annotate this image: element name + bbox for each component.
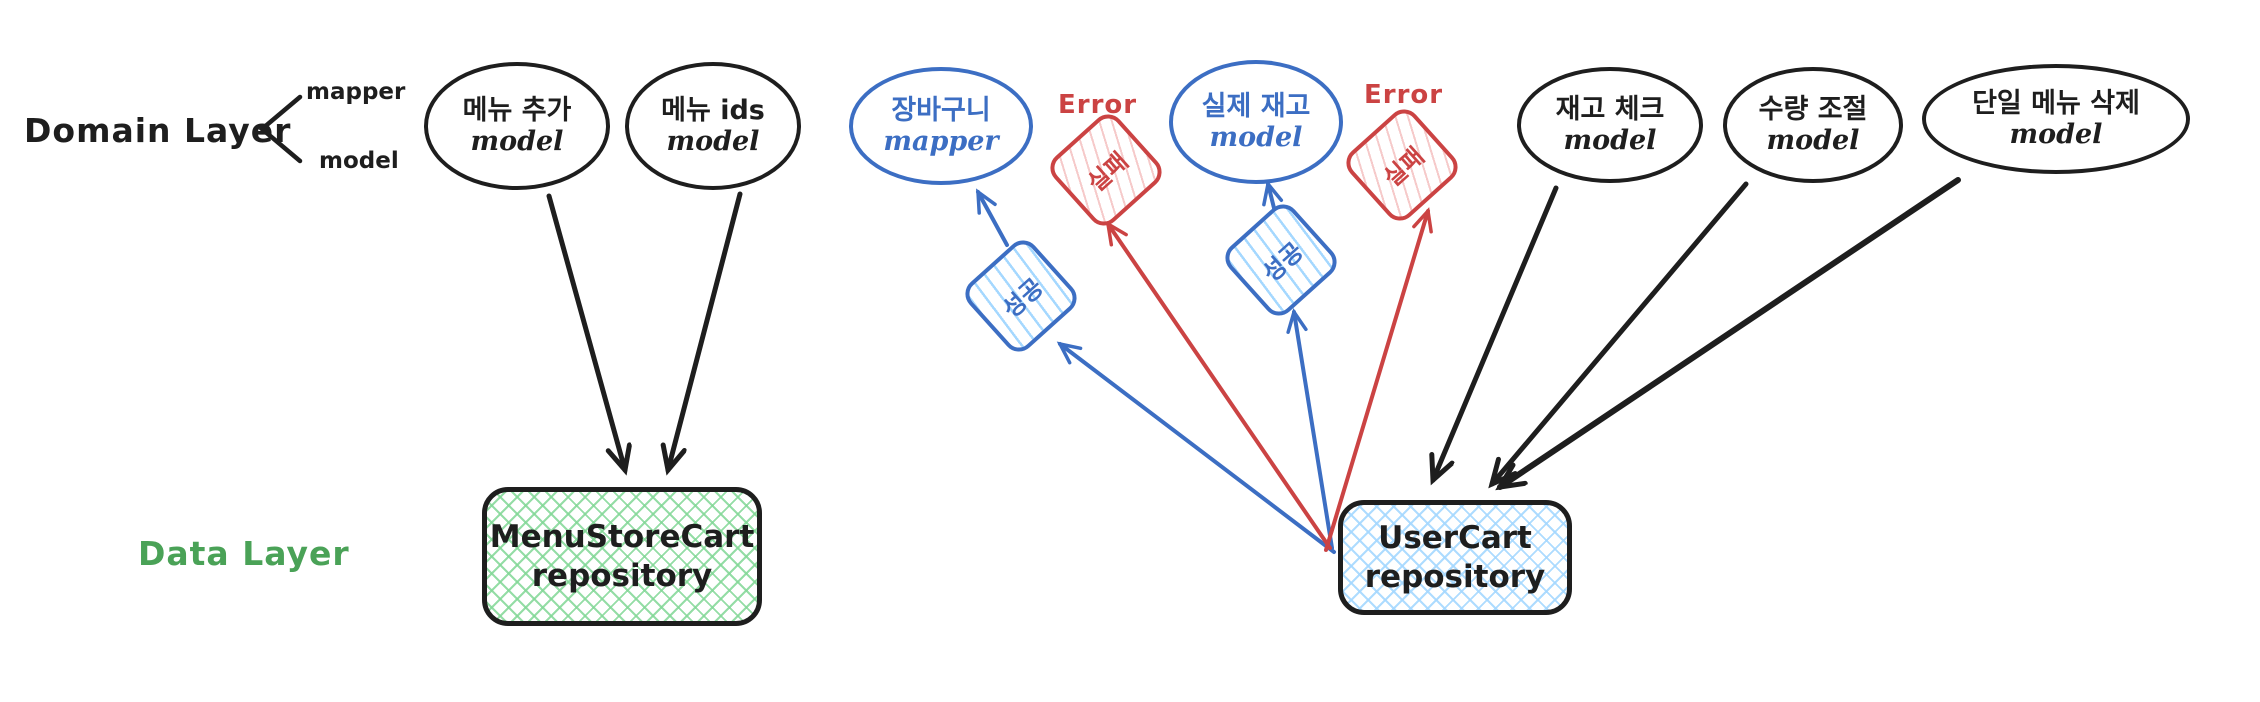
domain-layer-label: Domain Layer xyxy=(24,111,292,150)
node-fail-right: 실패 xyxy=(1339,102,1465,228)
arrow-usercart-to-success-right xyxy=(1286,307,1334,550)
node-success-left-label: 성공 xyxy=(996,272,1049,324)
node-stock-check-model: 재고 체크 model xyxy=(1517,67,1703,183)
domain-bracket-model-label: model xyxy=(319,148,399,174)
node-fail-right-label: 실패 xyxy=(1377,141,1430,193)
node-stock-check-title: 재고 체크 xyxy=(1555,93,1665,125)
domain-bracket-mapper-label: mapper xyxy=(306,79,406,105)
node-quantity-adjust-title: 수량 조절 xyxy=(1758,93,1868,125)
node-success-left: 성공 xyxy=(958,233,1084,359)
node-usercart-repository: UserCart repository xyxy=(1338,500,1572,615)
node-cart-mapper: 장바구니 mapper xyxy=(849,67,1033,185)
node-fail-left: 실패 xyxy=(1043,107,1169,233)
menustorecart-subtitle: repository xyxy=(531,557,713,594)
node-fail-left-label: 실패 xyxy=(1081,146,1134,198)
node-real-stock-title: 실제 재고 xyxy=(1201,90,1311,122)
usercart-subtitle: repository xyxy=(1364,558,1546,595)
node-menu-add-title: 메뉴 추가 xyxy=(462,94,572,126)
error-label-left: Error xyxy=(1058,90,1138,120)
node-menu-ids-subtitle: model xyxy=(666,126,760,157)
node-success-right: 성공 xyxy=(1218,197,1344,323)
node-success-right-label: 성공 xyxy=(1256,236,1309,288)
menustorecart-title: MenuStoreCart xyxy=(489,518,755,555)
arrow-menu-ids-to-menustorecart xyxy=(668,191,743,470)
arrow-quantity-adjust-to-usercart xyxy=(1492,181,1749,484)
usercart-title: UserCart xyxy=(1378,519,1532,556)
node-menustorecart-repository: MenuStoreCart repository xyxy=(482,487,762,626)
node-real-stock-model: 실제 재고 model xyxy=(1169,60,1343,184)
node-stock-check-subtitle: model xyxy=(1563,125,1657,156)
arrow-stock-check-to-usercart xyxy=(1433,185,1559,480)
node-menu-ids-title: 메뉴 ids xyxy=(661,94,765,126)
arrow-menu-add-to-menustorecart xyxy=(546,193,625,470)
node-quantity-adjust-model: 수량 조절 model xyxy=(1723,67,1903,183)
arrow-usercart-to-success-left xyxy=(1056,341,1336,554)
arrow-success-left-to-cart-mapper xyxy=(976,188,1009,247)
node-cart-mapper-title: 장바구니 xyxy=(891,94,991,126)
node-menu-add-subtitle: model xyxy=(470,126,564,157)
node-real-stock-subtitle: model xyxy=(1209,122,1303,153)
node-quantity-adjust-subtitle: model xyxy=(1766,125,1860,156)
node-single-menu-delete-title: 단일 메뉴 삭제 xyxy=(1972,87,2140,119)
node-menu-add-model: 메뉴 추가 model xyxy=(424,62,610,190)
error-label-right: Error xyxy=(1364,80,1444,110)
node-menu-ids-model: 메뉴 ids model xyxy=(625,62,801,190)
node-single-menu-delete-subtitle: model xyxy=(2009,119,2103,150)
arrow-single-menu-delete-to-usercart xyxy=(1500,177,1961,487)
data-layer-label: Data Layer xyxy=(138,534,350,573)
node-cart-mapper-subtitle: mapper xyxy=(883,126,999,157)
node-single-menu-delete-model: 단일 메뉴 삭제 model xyxy=(1922,64,2190,174)
